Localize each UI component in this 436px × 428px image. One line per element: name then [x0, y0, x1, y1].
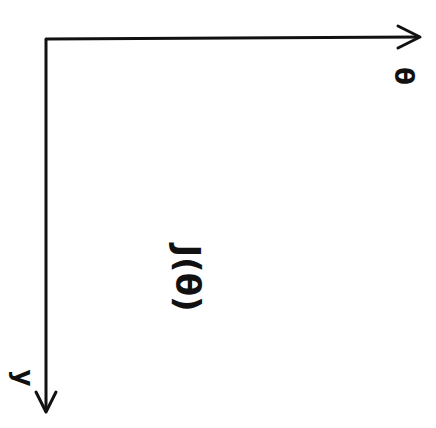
horizontal-axis	[46, 37, 418, 39]
curve-label: J(θ)	[171, 244, 205, 311]
arrowhead	[36, 392, 56, 412]
axis-label: θ	[391, 67, 417, 85]
axis-label: y	[11, 370, 37, 387]
vertical-axis	[45, 40, 48, 408]
arrowhead	[398, 26, 420, 48]
